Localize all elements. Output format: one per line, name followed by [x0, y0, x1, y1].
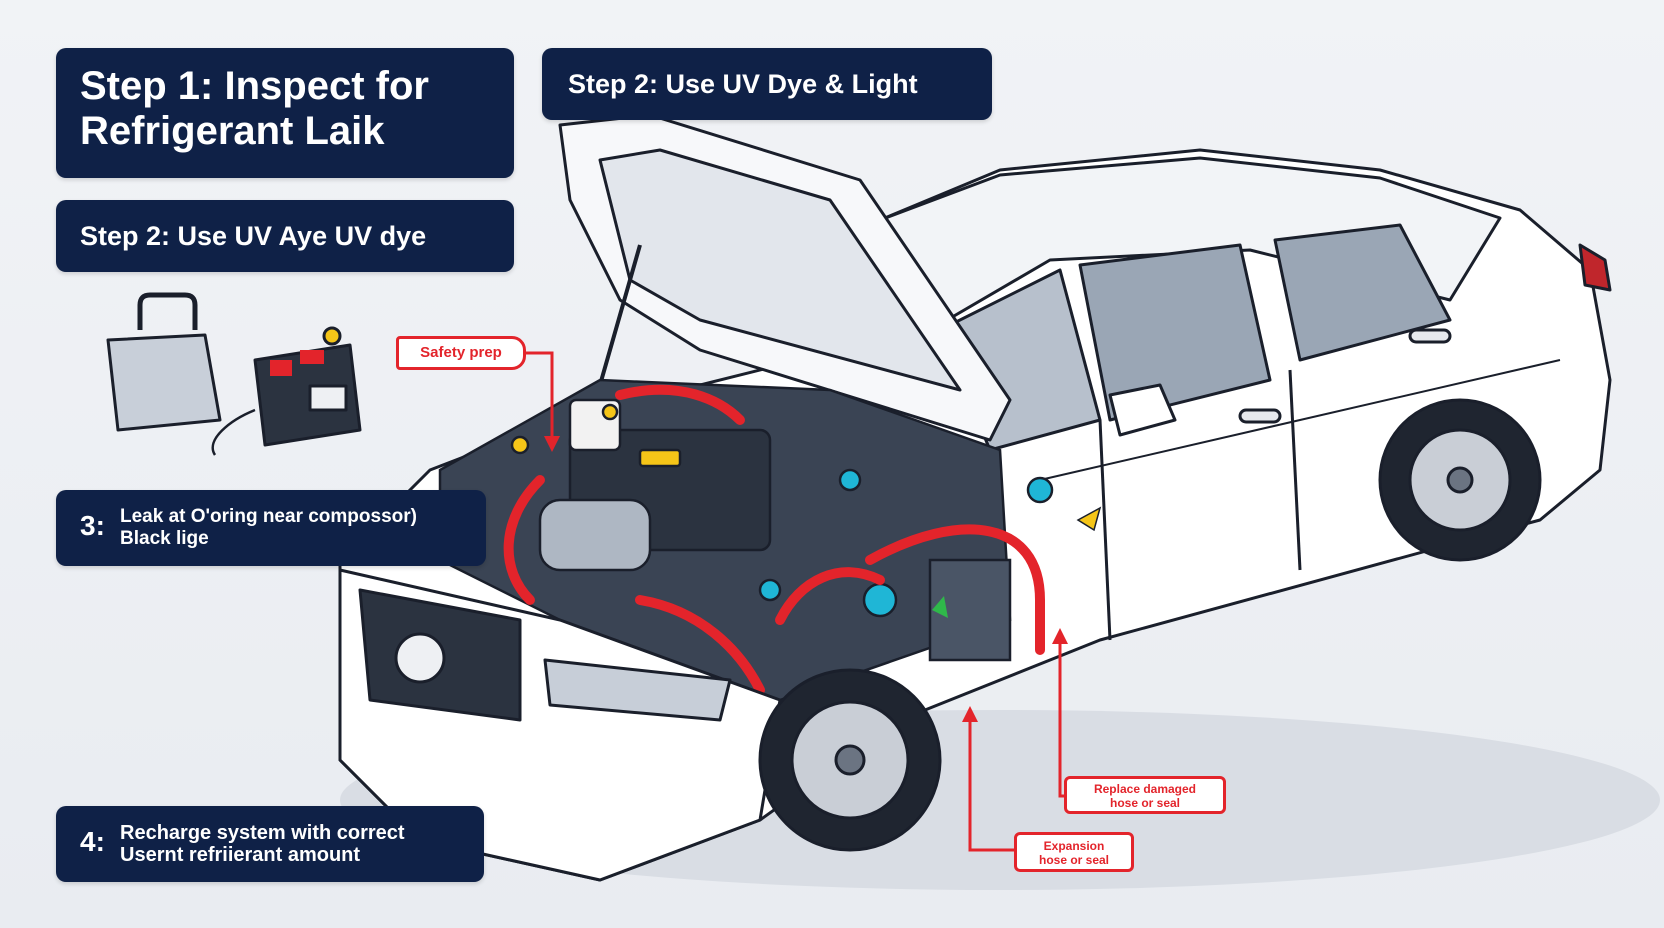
step1-panel: Step 1: Inspect for Refrigerant Laik: [56, 48, 514, 178]
step4-line1: Recharge system with correct: [120, 822, 405, 844]
step3-text: Leak at O'oring near compossor) Black li…: [120, 506, 417, 550]
wheels: [758, 398, 1542, 852]
step1-line1: Step 1: Inspect for: [80, 64, 429, 108]
step2-left-text: Step 2: Use UV Aye UV dye: [80, 221, 427, 251]
replace-line2: hose or seal: [1109, 796, 1181, 810]
dye-kit-icon: [211, 326, 362, 456]
leader-lines: [526, 351, 1068, 852]
step3-line2: Black lige: [120, 528, 209, 549]
arrow-icon: [932, 506, 1102, 618]
step2-top-panel: Step 2: Use UV Dye & Light: [542, 48, 992, 120]
step4-number: 4:: [80, 826, 105, 857]
replace-hose-callout: Replace damaged hose or seal: [1064, 776, 1226, 814]
step1-line2: Refrigerant Laik: [80, 108, 385, 153]
step2-left-panel: Step 2: Use UV Aye UV dye: [56, 200, 514, 272]
step2-top-text: Step 2: Use UV Dye & Light: [568, 69, 918, 99]
refrigerant-hoses: [503, 384, 1045, 695]
step3-number: 3:: [80, 510, 105, 541]
front-end: [338, 568, 782, 882]
safety-prep-label: Safety prep: [420, 344, 502, 361]
expansion-line1: Expansion: [1043, 839, 1105, 853]
expansion-callout: Expansion hose or seal: [1014, 832, 1134, 872]
uv-light-icon: [106, 292, 222, 432]
step3-line1: Leak at O'oring near compossor): [120, 506, 417, 527]
step4-line2: Usernt refriierant amount: [120, 844, 361, 866]
step3-panel: 3: Leak at O'oring near compossor) Black…: [56, 490, 486, 566]
replace-line1: Replace damaged: [1093, 782, 1197, 796]
step4-text: Recharge system with correct Usernt refr…: [120, 822, 405, 866]
safety-prep-callout: Safety prep: [396, 336, 526, 370]
step4-panel: 4: Recharge system with correct Usernt r…: [56, 806, 484, 882]
expansion-line2: hose or seal: [1038, 853, 1110, 867]
